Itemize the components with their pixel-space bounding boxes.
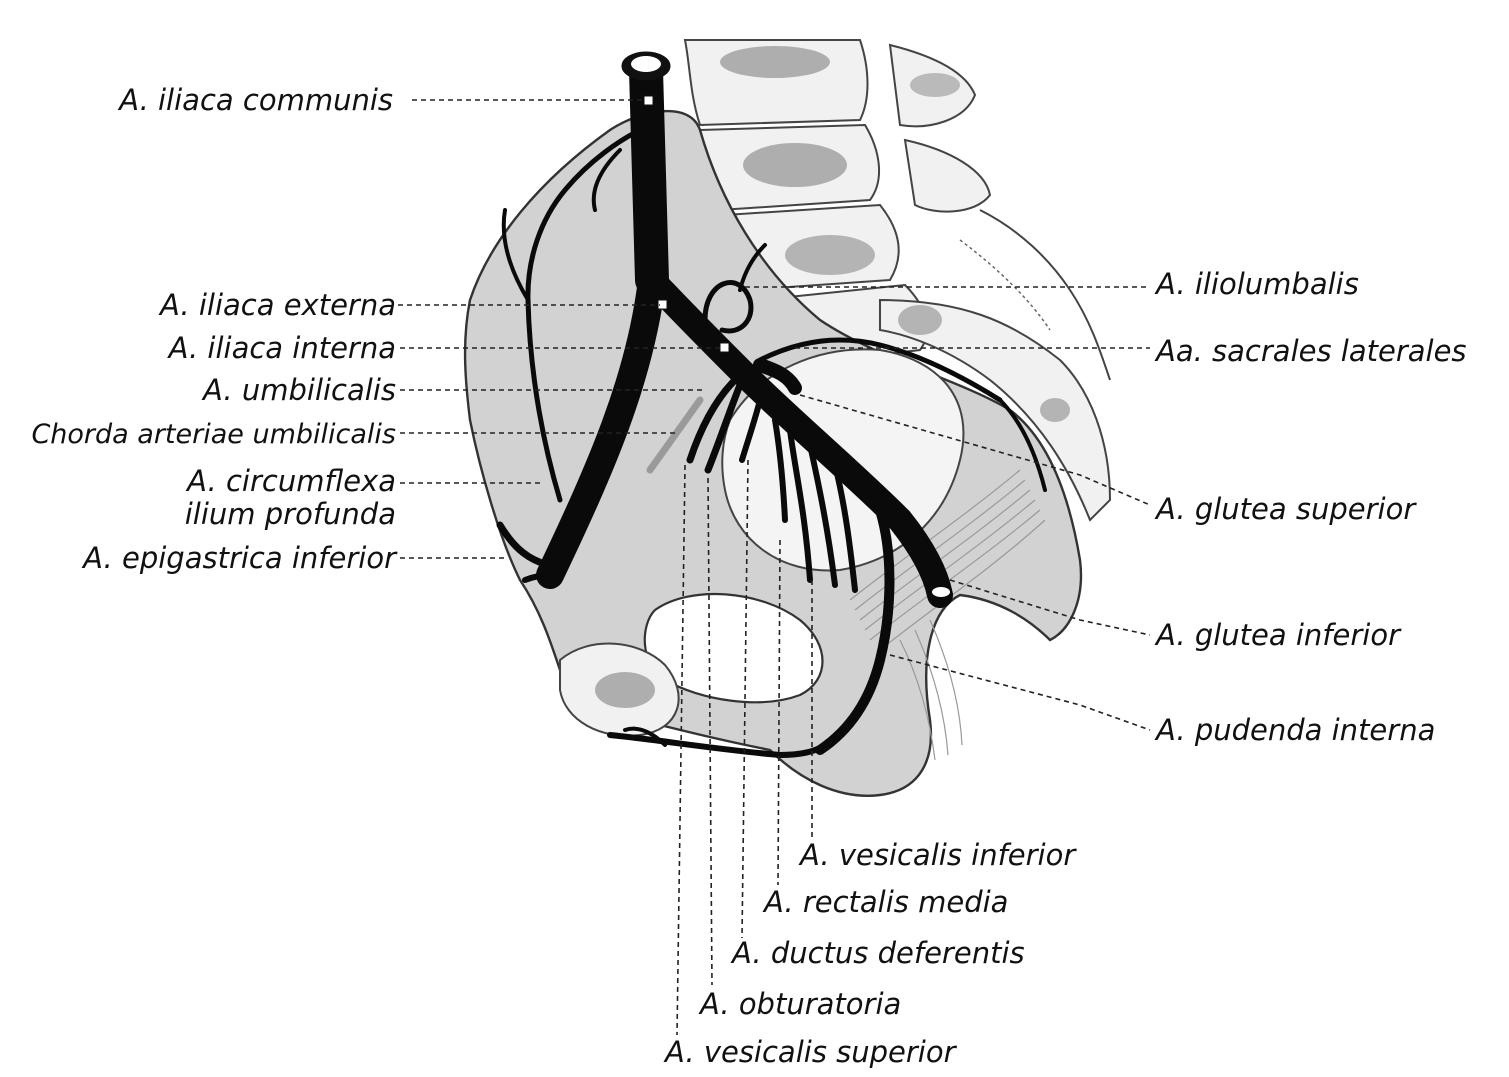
a-iliaca-interna-vessel — [639, 267, 953, 608]
label-circumflexa-line2: ilium profunda — [185, 497, 396, 531]
label-glutea-inferior: A. glutea inferior — [1154, 618, 1402, 652]
label-vesicalis-superior: A. vesicalis superior — [663, 1035, 958, 1069]
labels: A. iliaca communis A. iliaca externa A. … — [31, 83, 1466, 1069]
arteries — [496, 51, 1047, 758]
label-vesicalis-inferior: A. vesicalis inferior — [798, 838, 1077, 872]
sacrospinous-ligament — [849, 469, 1046, 761]
leader-lines — [398, 99, 1151, 1036]
label-epigastrica: A. epigastrica inferior — [81, 541, 398, 575]
label-iliaca-communis: A. iliaca communis — [117, 83, 393, 117]
label-rectalis: A. rectalis media — [762, 885, 1008, 919]
label-pudenda: A. pudenda interna — [1154, 713, 1435, 747]
label-circumflexa-line1: A. circumflexa — [185, 464, 396, 498]
label-glutea-superior: A. glutea superior — [1154, 492, 1417, 526]
label-iliaca-externa: A. iliaca externa — [158, 288, 396, 322]
a-iliaca-externa-vessel — [536, 266, 666, 589]
label-umbilicalis: A. umbilicalis — [201, 373, 396, 407]
label-sacrales: Aa. sacrales laterales — [1154, 334, 1467, 368]
label-obturatoria: A. obturatoria — [698, 987, 901, 1021]
label-ductus: A. ductus deferentis — [730, 936, 1025, 970]
label-iliaca-interna: A. iliaca interna — [167, 331, 396, 365]
label-iliolumbalis: A. iliolumbalis — [1154, 267, 1359, 301]
label-chorda: Chorda arteriae umbilicalis — [31, 419, 396, 450]
